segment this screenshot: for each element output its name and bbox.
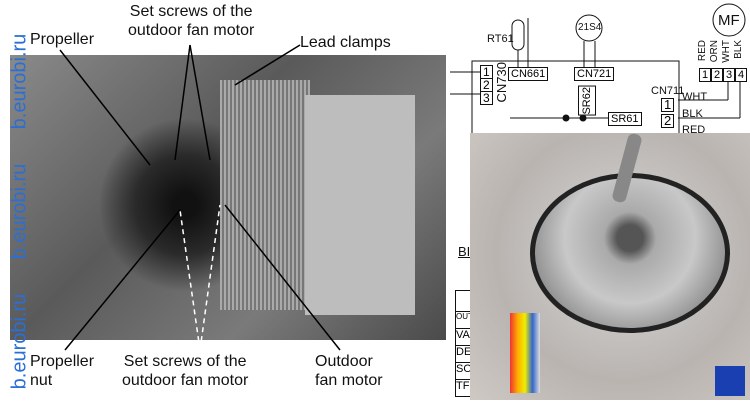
21s4-label: 21S4 (578, 22, 602, 33)
heat-exchanger (220, 80, 310, 310)
sr61-label: SR61 (608, 112, 642, 126)
label-propeller-nut: Propeller nut (30, 353, 95, 389)
table-row: TF (456, 379, 476, 396)
mf-pin: 1 (699, 68, 712, 82)
label-set-screws-top: Set screws of the outdoor fan motor (128, 3, 255, 39)
outdoor-unit-photo (10, 55, 446, 340)
table-row: DE (456, 345, 476, 362)
cn711-wire: WHT (682, 91, 708, 103)
label-set-screws-bottom: Set screws of the outdoor fan motor (122, 353, 249, 389)
table-row: SO (456, 362, 476, 379)
cn730-pin: 1 (480, 65, 493, 79)
cn711-label: CN711 (651, 85, 685, 97)
cn661-label: CN661 (508, 67, 549, 81)
bi-label: BI (458, 244, 471, 259)
cn730-pin: 2 (480, 78, 493, 92)
rt61-label: RT61 (487, 33, 514, 45)
cn730-label: CN730 (494, 62, 509, 103)
table-row: OUT (456, 311, 476, 328)
cn721-label: CN721 (574, 67, 615, 81)
label-outdoor-fan-motor: Outdoor fan motor (315, 353, 383, 389)
label-propeller: Propeller (30, 31, 95, 48)
leader-lines (59, 44, 341, 351)
mf-label: MF (718, 12, 740, 29)
sr62-label: SR62 (578, 86, 596, 116)
mf-wire: BLK (733, 40, 744, 59)
table-row: VA (456, 328, 476, 345)
cn711-pin: 2 (661, 114, 675, 128)
mf-pin: 2 (711, 68, 724, 82)
mf-pin: 4 (735, 68, 748, 82)
mf-wire: ORN (709, 40, 720, 63)
control-box (305, 95, 415, 315)
motor-wires (510, 313, 540, 393)
mf-wire: WHT (721, 40, 732, 63)
logo-icon (715, 366, 745, 396)
mf-wire: RED (697, 40, 708, 62)
cn711-wire: BLK (682, 108, 703, 120)
motor-body (530, 173, 730, 333)
label-lead-clamps: Lead clamps (300, 34, 391, 51)
fan-motor-photo (470, 132, 750, 400)
cn730-pin: 3 (480, 91, 493, 105)
cn711-pin: 1 (661, 98, 675, 112)
mf-pin: 3 (723, 68, 736, 82)
